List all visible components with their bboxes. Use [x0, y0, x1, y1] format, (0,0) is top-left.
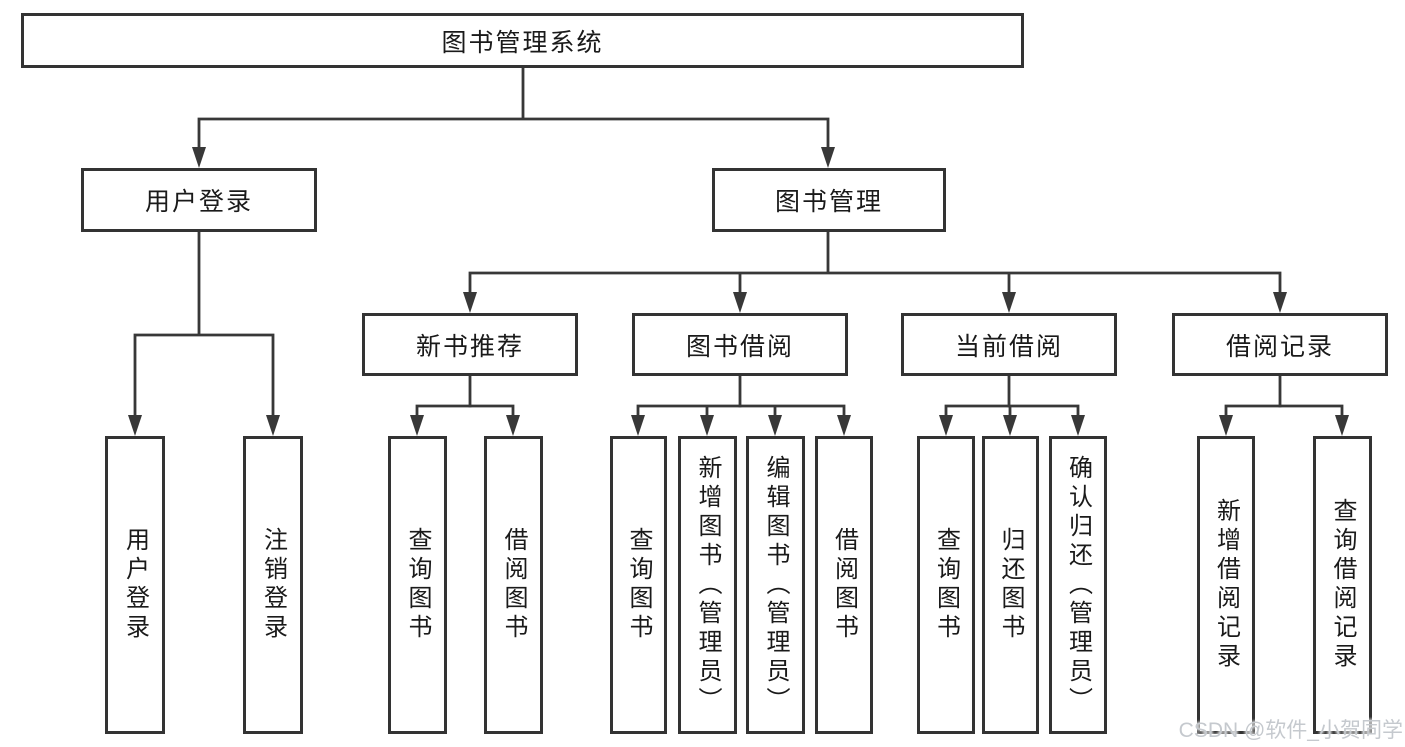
leaf-borrow-books-recommend: 借阅图书	[484, 436, 543, 734]
node-label: 查询图书	[625, 527, 652, 643]
leaf-query-books-borrow: 查询图书	[610, 436, 667, 734]
leaf-borrow-books: 借阅图书	[815, 436, 873, 734]
node-label: 用户登录	[121, 527, 149, 643]
node-label: 确认归还（管理员）	[1064, 454, 1092, 716]
node-label: 归还图书	[997, 527, 1024, 643]
node-new-book-recommend: 新书推荐	[362, 313, 578, 376]
node-label: 查询图书	[932, 527, 960, 643]
node-label: 新增图书（管理员）	[694, 454, 721, 716]
leaf-user-login: 用户登录	[105, 436, 165, 734]
node-borrow-records: 借阅记录	[1172, 313, 1388, 376]
leaf-query-borrow-record: 查询借阅记录	[1313, 436, 1372, 734]
leaf-query-books-recommend: 查询图书	[388, 436, 447, 734]
node-label: 注销登录	[259, 527, 287, 643]
node-root: 图书管理系统	[21, 13, 1024, 68]
node-user-login: 用户登录	[81, 168, 317, 232]
node-label: 新书推荐	[415, 332, 524, 361]
arrowheads	[128, 147, 1349, 436]
node-label: 借阅图书	[500, 527, 527, 643]
node-label: 新增借阅记录	[1212, 498, 1240, 672]
node-label: 图书管理	[774, 188, 883, 216]
node-book-borrow: 图书借阅	[632, 313, 848, 376]
leaf-add-book-admin: 新增图书（管理员）	[678, 436, 737, 734]
csdn-watermark: CSDN @软件_小贺同学	[1178, 719, 1403, 742]
node-label: 借阅记录	[1225, 332, 1334, 361]
node-book-management: 图书管理	[712, 168, 946, 232]
node-label: 查询借阅记录	[1329, 498, 1356, 672]
node-label: 用户登录	[144, 188, 253, 216]
leaf-confirm-return-admin: 确认归还（管理员）	[1049, 436, 1107, 734]
leaf-add-borrow-record: 新增借阅记录	[1197, 436, 1255, 734]
node-label: 图书管理系统	[441, 28, 604, 57]
node-label: 编辑图书（管理员）	[762, 454, 789, 716]
node-current-borrow: 当前借阅	[901, 313, 1117, 376]
leaf-query-books-current: 查询图书	[917, 436, 975, 734]
node-label: 当前借阅	[954, 332, 1063, 361]
node-label: 图书借阅	[685, 332, 794, 361]
leaf-edit-book-admin: 编辑图书（管理员）	[746, 436, 805, 734]
node-label: 借阅图书	[830, 527, 858, 643]
leaf-return-books: 归还图书	[982, 436, 1039, 734]
node-label: 查询图书	[404, 527, 431, 643]
leaf-logout: 注销登录	[243, 436, 303, 734]
